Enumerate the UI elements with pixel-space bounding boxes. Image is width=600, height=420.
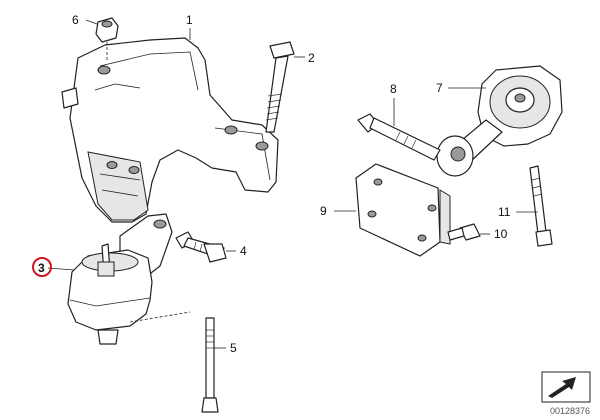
callout-1[interactable]: 1 <box>186 13 193 27</box>
callout-7[interactable]: 7 <box>436 81 443 95</box>
arrow-navigation-icon[interactable] <box>541 371 591 403</box>
part-2-bolt[interactable] <box>265 41 305 133</box>
part-4-bolt[interactable] <box>175 231 236 263</box>
part-1-engine-bracket[interactable] <box>61 37 279 223</box>
part-5-bolt[interactable] <box>129 311 226 413</box>
doc-id: 00128376 <box>550 406 590 416</box>
callout-2[interactable]: 2 <box>308 51 315 65</box>
part-6-nut[interactable] <box>85 17 119 62</box>
part-7-torque-strut[interactable] <box>436 65 563 177</box>
callout-10[interactable]: 10 <box>494 227 508 241</box>
part-3-engine-mount[interactable] <box>47 213 173 345</box>
callout-6[interactable]: 6 <box>72 13 79 27</box>
callout-4[interactable]: 4 <box>240 244 247 258</box>
callout-5[interactable]: 5 <box>230 341 237 355</box>
callout-3[interactable]: 3 <box>38 261 45 275</box>
callout-3-selection-ring <box>32 257 52 277</box>
part-8-bolt[interactable] <box>357 98 441 161</box>
part-9-mounting-plate[interactable] <box>334 163 451 257</box>
part-10-bolt[interactable] <box>447 223 490 241</box>
callout-8[interactable]: 8 <box>390 82 397 96</box>
callout-9[interactable]: 9 <box>320 204 327 218</box>
part-11-bolt[interactable] <box>516 165 553 247</box>
callout-11[interactable]: 11 <box>498 205 511 219</box>
